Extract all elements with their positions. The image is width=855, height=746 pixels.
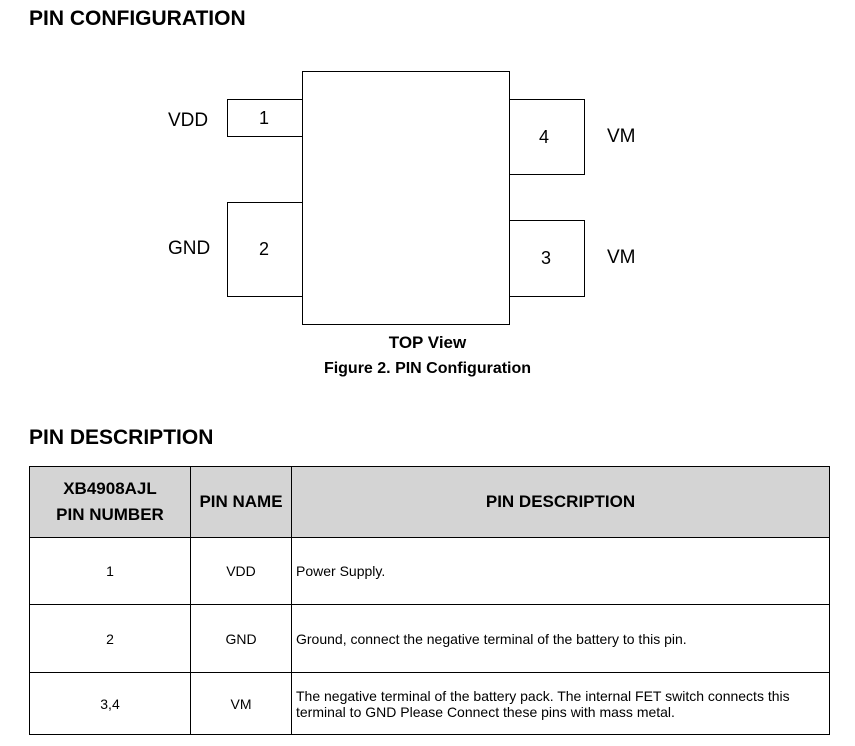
pin-4-label: VM xyxy=(607,126,636,147)
pin-1-label: VDD xyxy=(168,110,209,131)
pin-1-box xyxy=(227,99,303,137)
pin-4-number: 4 xyxy=(539,127,550,147)
cell-pin-number: 1 xyxy=(29,537,191,605)
pin-4-box xyxy=(509,99,585,175)
cell-pin-name: GND xyxy=(190,604,292,673)
cell-pin-name: VDD xyxy=(190,537,292,605)
pin-2-number: 2 xyxy=(259,239,270,259)
cell-pin-description: Ground, connect the negative terminal of… xyxy=(291,604,830,673)
top-view-label: TOP View xyxy=(388,333,467,352)
pin-1-number: 1 xyxy=(259,108,270,128)
table-row: 3,4 VM The negative terminal of the batt… xyxy=(29,672,830,735)
pin-3-number: 3 xyxy=(541,248,552,268)
pin-3-box xyxy=(509,220,585,297)
cell-pin-description: The negative terminal of the battery pac… xyxy=(291,672,830,735)
header-pin-number: XB4908AJL PIN NUMBER xyxy=(29,466,191,538)
pin-description-heading: PIN DESCRIPTION xyxy=(29,426,214,449)
pin-description-table: XB4908AJL PIN NUMBER PIN NAME PIN DESCRI… xyxy=(29,466,830,735)
header-pin-number-label: PIN NUMBER xyxy=(56,505,164,524)
header-pin-name: PIN NAME xyxy=(190,466,292,538)
pin-configuration-heading: PIN CONFIGURATION xyxy=(29,7,246,30)
cell-pin-number: 3,4 xyxy=(29,672,191,735)
pin-2-box xyxy=(227,202,303,297)
figure-caption: Figure 2. PIN Configuration xyxy=(323,360,532,377)
cell-pin-description: Power Supply. xyxy=(291,537,830,605)
table-header-row: XB4908AJL PIN NUMBER PIN NAME PIN DESCRI… xyxy=(29,466,830,538)
pin-2-label: GND xyxy=(168,238,211,259)
cell-pin-name: VM xyxy=(190,672,292,735)
pin-3-label: VM xyxy=(607,247,636,268)
chip-body xyxy=(302,71,510,325)
header-pin-description: PIN DESCRIPTION xyxy=(291,466,830,538)
table-row: 2 GND Ground, connect the negative termi… xyxy=(29,604,830,673)
table-row: 1 VDD Power Supply. xyxy=(29,537,830,605)
cell-pin-number: 2 xyxy=(29,604,191,673)
header-part-number: XB4908AJL xyxy=(63,479,157,498)
